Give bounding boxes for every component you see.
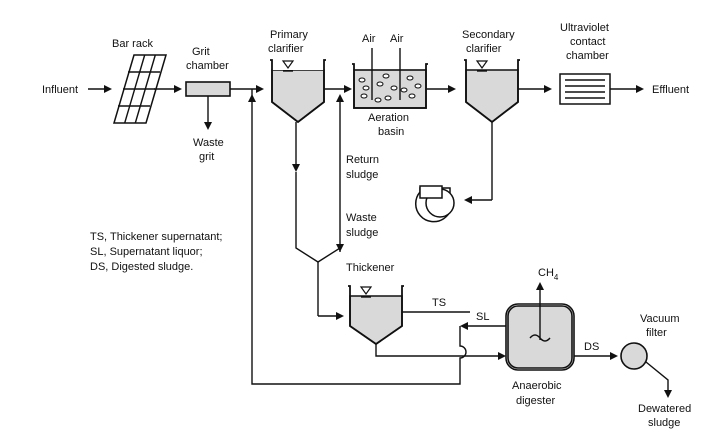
return-sludge-label-1: Return	[346, 154, 379, 166]
dewatered-sludge-label-2: sludge	[648, 417, 680, 429]
grit-chamber-label-1: Grit	[192, 46, 210, 58]
grit-chamber-icon	[185, 81, 231, 97]
ds-arrowhead	[610, 352, 618, 360]
supernatant-return-line	[251, 100, 467, 385]
sl-label: SL	[476, 311, 489, 323]
uv-chamber-label-2: contact	[570, 36, 605, 48]
secondary-to-uv-arrowhead	[544, 85, 552, 93]
primary-clarifier-label-1: Primary	[270, 29, 308, 41]
air-label-2: Air	[390, 33, 404, 45]
thickener-to-digester-line	[375, 344, 500, 357]
aeration-to-secondary-arrowhead	[448, 85, 456, 93]
primary-sludge-arrowhead	[292, 164, 300, 172]
anaerobic-digester-label-1: Anaerobic	[512, 380, 562, 392]
waste-grit-label-2: grit	[199, 151, 214, 163]
return-sludge-arrowhead	[336, 94, 344, 102]
ts-label: TS	[432, 297, 446, 309]
secondary-clarifier-tank	[464, 59, 520, 124]
legend-item-ts: TS, Thickener supernatant;	[90, 231, 223, 243]
return-sludge-label-2: sludge	[346, 169, 378, 181]
aeration-basin-label-2: basin	[378, 126, 404, 138]
grit-chamber-label-2: chamber	[186, 60, 229, 72]
grit-to-primary-arrowhead	[256, 85, 264, 93]
air-label-1: Air	[362, 33, 376, 45]
anaerobic-digester-tank	[505, 303, 575, 371]
vacuum-filter-icon	[620, 342, 648, 370]
influent-arrowhead	[104, 85, 112, 93]
influent-label: Influent	[42, 84, 78, 96]
effluent-label: Effluent	[652, 84, 689, 96]
aeration-basin-label-1: Aeration	[368, 112, 409, 124]
abbreviation-legend: TS, Thickener supernatant; SL, Supernata…	[90, 230, 320, 275]
primary-clarifier-tank	[270, 59, 326, 124]
uv-chamber-label-1: Ultraviolet	[560, 22, 609, 34]
vacuum-filter-label-1: Vacuum	[640, 313, 680, 325]
bar-rack-icon	[112, 54, 168, 124]
legend-item-sl: SL, Supernatant liquor;	[90, 246, 203, 258]
pump-in-arrowhead	[464, 196, 472, 204]
vacuum-filter-label-2: filter	[646, 327, 667, 339]
aeration-basin-tank	[352, 48, 428, 109]
thickener-tank	[348, 285, 404, 346]
pump-icon	[415, 185, 455, 223]
anaerobic-digester-label-2: digester	[516, 395, 555, 407]
thickener-to-digester-arrowhead	[498, 352, 506, 360]
primary-to-aeration-arrowhead	[344, 85, 352, 93]
sl-arrowhead	[460, 322, 468, 330]
waste-grit-arrowhead	[204, 122, 212, 130]
primary-clarifier-label-2: clarifier	[268, 43, 304, 55]
ch4-arrowhead	[536, 282, 544, 290]
uv-chamber-icon	[559, 73, 611, 105]
dewatered-sludge-label-1: Dewatered	[638, 403, 691, 415]
uv-to-effluent-arrowhead	[636, 85, 644, 93]
bar-rack-label: Bar rack	[112, 38, 153, 50]
waste-sludge-label-1: Waste	[346, 212, 377, 224]
to-thickener-arrowhead	[336, 312, 344, 320]
dewatered-sludge-line	[645, 361, 669, 392]
thickener-label: Thickener	[346, 262, 395, 274]
secondary-clarifier-label-2: clarifier	[466, 43, 502, 55]
waste-sludge-label-2: sludge	[346, 227, 378, 239]
waste-grit-label-1: Waste	[193, 137, 224, 149]
secondary-clarifier-label-1: Secondary	[462, 29, 515, 41]
rack-to-grit-arrowhead	[174, 85, 182, 93]
uv-chamber-label-3: chamber	[566, 50, 609, 62]
dewatered-sludge-arrowhead	[664, 390, 672, 398]
ds-label: DS	[584, 341, 599, 353]
legend-item-ds: DS, Digested sludge.	[90, 261, 194, 273]
ch4-label: CH4	[538, 267, 559, 282]
